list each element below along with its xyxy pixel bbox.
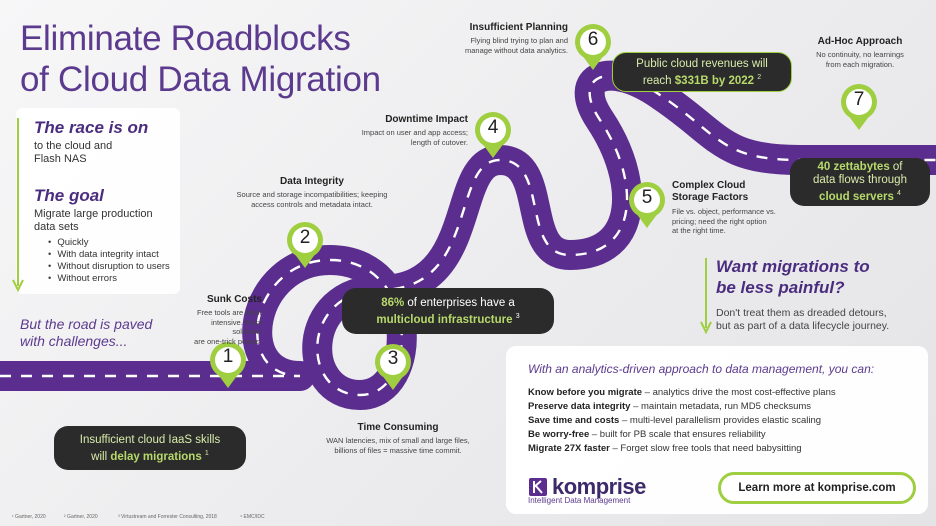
- pin-3-number: 3: [387, 348, 399, 369]
- pin-1-number: 1: [222, 346, 234, 367]
- benefit-line: Migrate 27X faster – Forget slow free to…: [528, 443, 802, 454]
- benefits-list: Know before you migrate – analytics driv…: [528, 386, 836, 456]
- roadblock-1-title: Sunk Costs: [206, 294, 262, 305]
- footnote: ² Gartner, 2020: [64, 514, 98, 520]
- footnote: ⁴ EMC/IDC: [240, 514, 265, 520]
- race-text-2: Flash NAS: [34, 153, 87, 165]
- pin-6-face: [580, 29, 606, 55]
- roadblock-2-label: Data Integrity Source and storage incomp…: [222, 176, 402, 209]
- komprise-logo: komprise: [528, 474, 646, 500]
- logo-text: komprise: [552, 474, 646, 499]
- pin-2-face: [292, 227, 318, 253]
- pin-5-number: 5: [641, 187, 653, 208]
- footnote: ¹ Gartner, 2020: [12, 514, 46, 520]
- benefit-line: Save time and costs – multi-level parall…: [528, 415, 822, 426]
- goal-bullets: Quickly With data integrity intact Witho…: [48, 237, 170, 285]
- roadblock-2-desc: Source and storage incompatibilities; ke…: [236, 190, 388, 209]
- pin-4-face: [480, 117, 506, 143]
- goal-bullet: Without disruption to users: [48, 261, 169, 273]
- revenue-stat: Public cloud revenues will reach $331B b…: [612, 52, 792, 92]
- benefit-line: Preserve data integrity – maintain metad…: [528, 401, 812, 412]
- footnote: ³ Virtustream and Forrester Consulting, …: [118, 514, 217, 520]
- race-text-1: to the cloud and: [34, 140, 113, 152]
- roadblock-7-title: Ad-Hoc Approach: [817, 36, 903, 47]
- want-subtext: Don't treat them as dreaded detours, but…: [716, 307, 890, 332]
- roadblock-6-label: Insufficient Planning Flying blind tryin…: [450, 22, 568, 55]
- roadblock-3-label: Time Consuming WAN latencies, mix of sma…: [318, 422, 478, 455]
- roadblock-3-title: Time Consuming: [357, 422, 439, 433]
- race-section: The race is on to the cloud and Flash NA…: [34, 118, 148, 166]
- page-title: Eliminate Roadblocks of Cloud Data Migra…: [20, 19, 381, 99]
- benefits-card: With an analytics-driven approach to dat…: [506, 346, 928, 514]
- down-arrow-right-icon: [700, 258, 712, 335]
- roadblock-7-label: Ad-Hoc Approach No continuity, no learni…: [804, 36, 916, 69]
- roadblock-4-label: Downtime Impact Impact on user and app a…: [352, 114, 468, 147]
- roadblock-5-desc: File vs. object, performance vs.pricing;…: [672, 207, 776, 235]
- goal-bullet: With data integrity intact: [48, 249, 170, 261]
- roadblock-4-title: Downtime Impact: [385, 114, 468, 125]
- race-heading: The race is on: [34, 118, 149, 137]
- pin-7-face: [846, 89, 872, 115]
- roadblock-6-title: Insufficient Planning: [469, 22, 568, 33]
- goal-text-2: data sets: [34, 221, 79, 233]
- want-heading: Want migrations to be less painful?: [716, 257, 870, 297]
- learn-more-button[interactable]: Learn more at komprise.com: [718, 472, 916, 504]
- multicloud-stat: 86% of enterprises have a multicloud inf…: [342, 288, 554, 334]
- pin-4-number: 4: [487, 117, 499, 138]
- roadblock-3-desc: WAN latencies, mix of small and large fi…: [326, 436, 470, 455]
- benefit-line: Be worry-free – built for PB scale that …: [528, 429, 766, 440]
- tagline: Intelligent Data Management: [528, 496, 631, 505]
- roadblock-2-title: Data Integrity: [280, 176, 344, 187]
- pin-6-number: 6: [587, 29, 599, 50]
- down-arrow-icon: [12, 118, 24, 293]
- iaas-skills-stat: Insufficient cloud IaaS skills will dela…: [54, 426, 246, 470]
- komprise-k-icon: [529, 478, 547, 496]
- pin-1-face: [215, 347, 241, 373]
- benefit-line: Know before you migrate – analytics driv…: [528, 387, 836, 398]
- roadblock-4-desc: Impact on user and app access;length of …: [361, 128, 468, 147]
- pin-2-number: 2: [299, 227, 311, 248]
- goal-section: The goal Migrate large production data s…: [34, 186, 170, 285]
- pin-5-face: [634, 187, 660, 213]
- benefits-heading: With an analytics-driven approach to dat…: [528, 362, 875, 376]
- goal-bullet: Without errors: [48, 273, 170, 285]
- pin-3-face: [380, 349, 406, 375]
- goal-text-1: Migrate large production: [34, 208, 153, 220]
- goal-bullet: Quickly: [48, 237, 170, 249]
- goal-heading: The goal: [34, 186, 104, 205]
- zettabytes-stat: 40 zettabytes of data flows through clou…: [790, 158, 930, 206]
- pin-7-number: 7: [853, 89, 865, 110]
- challenges-text: But the road is paved with challenges...: [20, 316, 153, 349]
